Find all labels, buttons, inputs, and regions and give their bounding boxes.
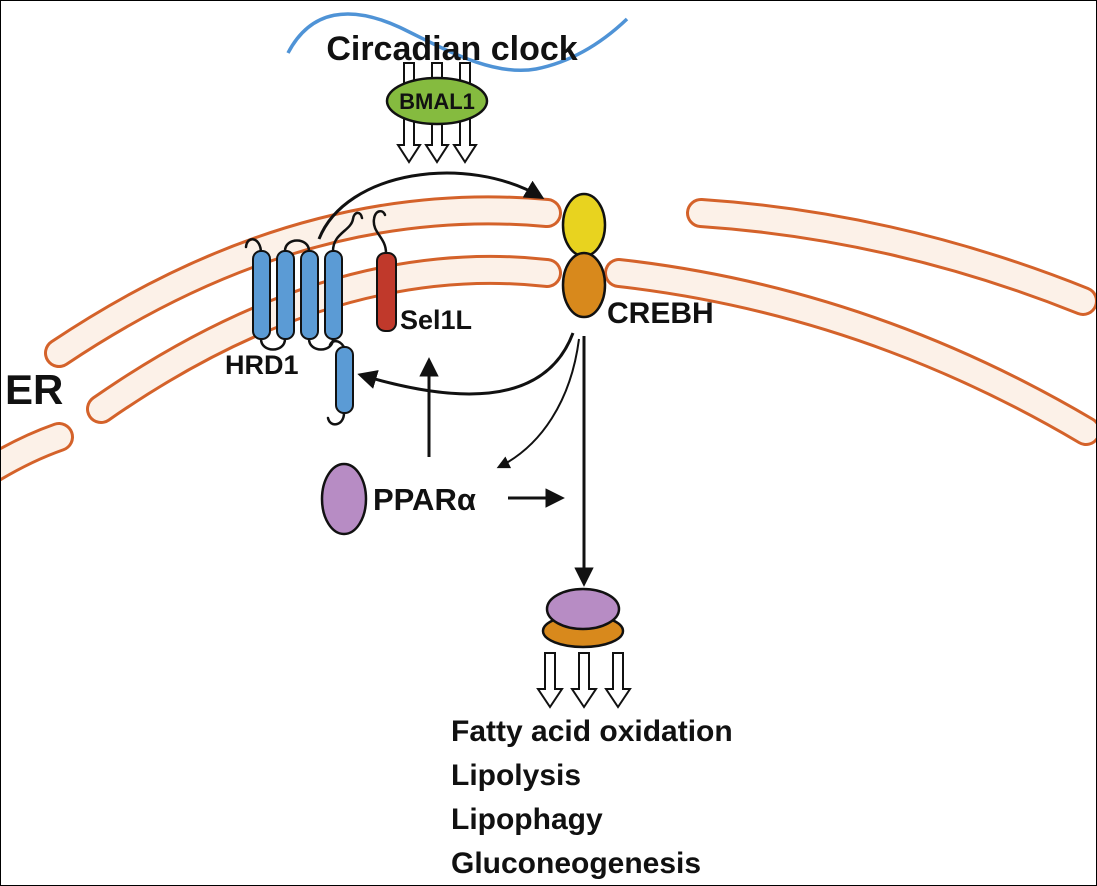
- hrd1-helix: [276, 250, 295, 340]
- hrd1-helix: [324, 250, 343, 340]
- output-fatty-acid-oxidation: Fatty acid oxidation: [451, 715, 733, 748]
- hrd1-loop: [331, 211, 364, 253]
- ppar-node: [320, 462, 368, 536]
- bmal1-label: BMAL1: [399, 89, 475, 114]
- sel1l-tail-loop: [372, 210, 388, 255]
- arrow-crebh-to-hrd1: [357, 332, 575, 396]
- crebh-label: CREBH: [607, 297, 714, 330]
- down-block-arrow-icon: [570, 652, 598, 709]
- er-membrane-left-stub-lumen: [1, 425, 71, 478]
- er-label: ER: [5, 366, 63, 413]
- circadian-wave: [286, 12, 629, 72]
- er-membrane-lower-right-lumen: [607, 261, 1096, 443]
- bmal1-node: [385, 76, 489, 126]
- hrd1-loop: [283, 239, 311, 253]
- down-block-arrow-icon: [536, 652, 564, 709]
- arrow-crebh-to-ppar: [496, 338, 580, 469]
- output-lipolysis: Lipolysis: [451, 759, 581, 792]
- circadian-clock-label: Circadian clock: [326, 30, 577, 68]
- hrd1-helix: [335, 346, 354, 414]
- sel1l-label: Sel1L: [400, 305, 472, 335]
- crebh-cytosolic-domain: [561, 251, 607, 319]
- hrd1-loop: [259, 337, 287, 351]
- hrd1-helix: [252, 250, 271, 340]
- er-membranes: [1, 195, 1096, 482]
- complex-purple-subunit: [545, 587, 621, 631]
- hrd1-loop: [328, 339, 346, 349]
- arrow-bmal1-to-crebh: [317, 171, 545, 240]
- hrd1-helix: [300, 250, 319, 340]
- hrd1-label: HRD1: [225, 350, 299, 380]
- ppar-label: PPARα: [373, 482, 476, 517]
- hrd1-c-terminus-loop: [326, 411, 346, 426]
- output-gluconeogenesis: Gluconeogenesis: [451, 847, 701, 880]
- crebh-luminal-domain: [561, 192, 607, 258]
- output-lipophagy: Lipophagy: [451, 803, 603, 836]
- sel1l-node: [376, 252, 397, 332]
- er-membrane-upper-left-lumen: [47, 198, 559, 365]
- hrd1-n-terminus-loop: [244, 238, 263, 255]
- down-block-arrow-icon: [604, 652, 632, 709]
- er-membrane-upper-right-lumen: [689, 201, 1095, 313]
